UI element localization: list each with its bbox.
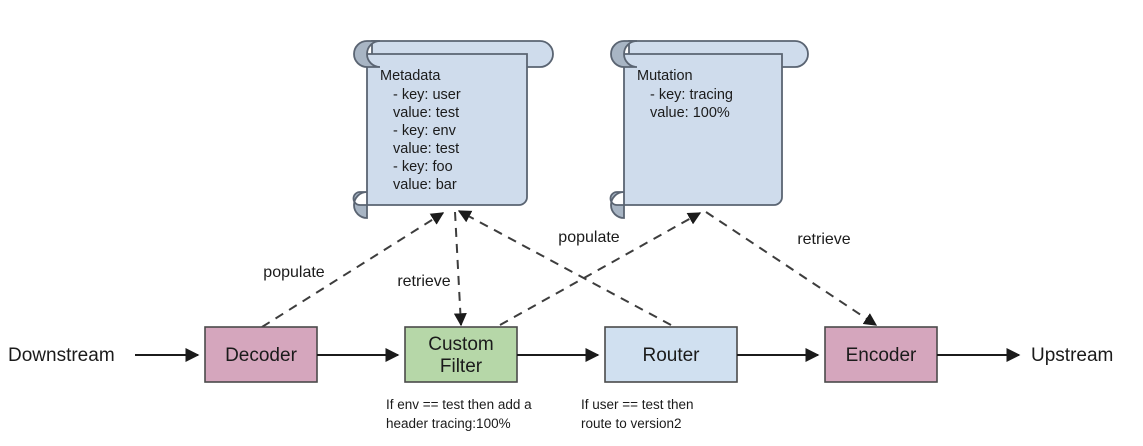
custom-filter-caption-line1: If env == test then add a <box>386 397 532 412</box>
mutation-line-1: - key: tracing <box>650 87 733 103</box>
node-router[interactable] <box>604 326 738 383</box>
mutation-line-2: value: 100% <box>650 105 730 121</box>
edge-decoder-to-metadata <box>261 212 445 328</box>
edge-router-to-metadata <box>457 210 672 326</box>
metadata-scroll-bottom-curl <box>352 191 368 219</box>
label-retrieve-metadata: retrieve <box>397 273 450 290</box>
edge-custom-filter-to-mutation <box>499 212 702 326</box>
edge-metadata-to-custom-filter <box>453 211 467 327</box>
router-caption-line1: If user == test then <box>581 397 694 412</box>
label-retrieve-mutation: retrieve <box>797 231 850 248</box>
scroll-metadata: Metadata - key: user value: test - key: … <box>352 40 554 219</box>
metadata-line-5: - key: foo <box>393 159 453 175</box>
label-upstream: Upstream <box>1031 345 1113 366</box>
node-custom-filter-label-line1: Custom <box>428 334 493 355</box>
mutation-scroll-body <box>623 53 783 206</box>
metadata-scroll-top-curl <box>353 40 381 68</box>
metadata-line-3: - key: env <box>393 123 457 139</box>
scroll-mutation: Mutation - key: tracing value: 100% <box>609 40 809 219</box>
mutation-scroll-bottom-curl <box>609 191 625 219</box>
metadata-line-1: - key: user <box>393 87 461 103</box>
mutation-scroll-top-curl <box>610 40 638 68</box>
node-decoder-label: Decoder <box>225 345 297 366</box>
node-custom-filter-label-line2: Filter <box>440 356 483 377</box>
label-downstream: Downstream <box>8 345 115 366</box>
node-decoder[interactable] <box>204 326 318 383</box>
label-populate-metadata: populate <box>263 264 324 281</box>
router-caption-line2: route to version2 <box>581 416 682 431</box>
node-router-label: Router <box>642 345 700 366</box>
metadata-line-2: value: test <box>393 105 459 121</box>
mutation-title: Mutation <box>637 68 693 84</box>
metadata-scroll-body <box>366 53 528 206</box>
node-custom-filter[interactable] <box>404 326 518 383</box>
metadata-line-6: value: bar <box>393 177 457 193</box>
edge-mutation-to-encoder <box>705 211 878 326</box>
custom-filter-caption-line2: header tracing:100% <box>386 416 511 431</box>
node-encoder-label: Encoder <box>846 345 917 366</box>
metadata-title: Metadata <box>380 68 441 84</box>
label-populate-mutation: populate <box>558 229 619 246</box>
metadata-line-4: value: test <box>393 141 459 157</box>
